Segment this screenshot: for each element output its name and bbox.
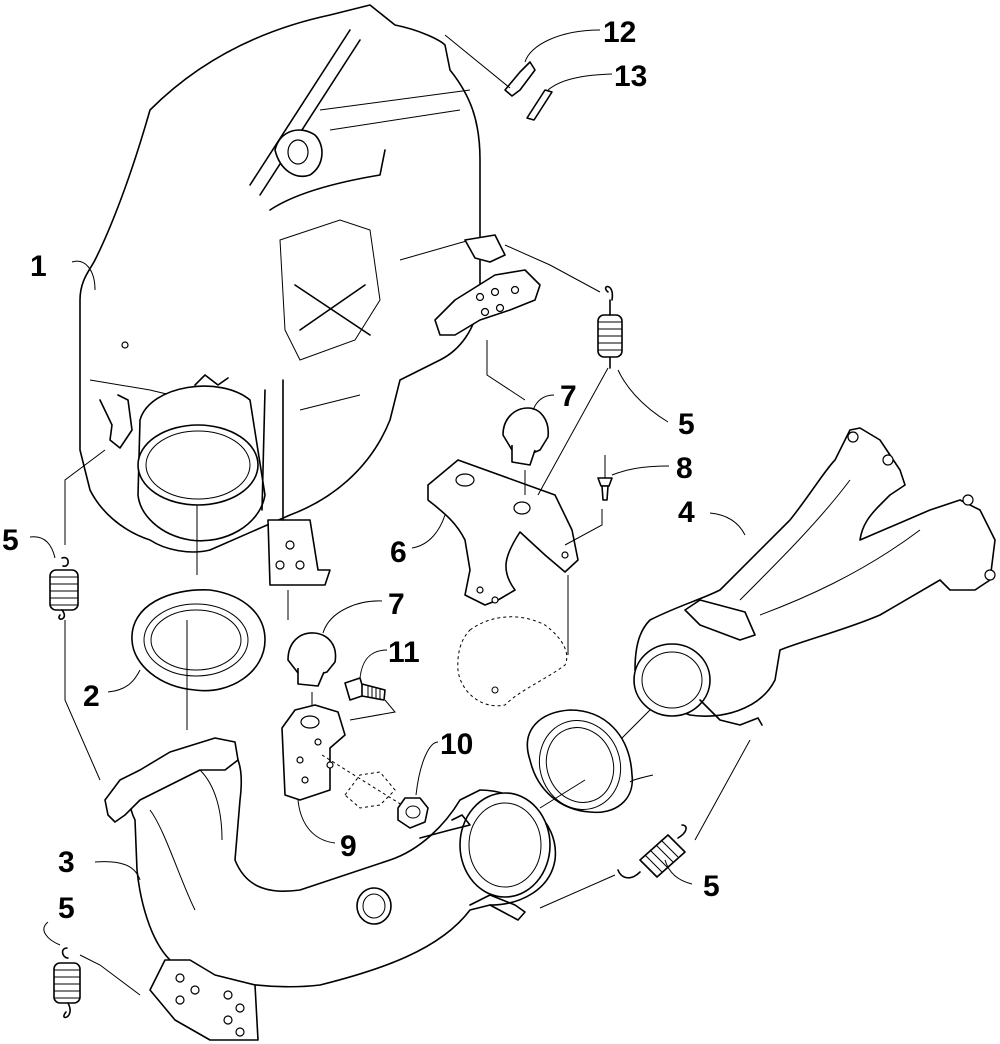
exhaust-manifold-part-4 (633, 427, 996, 726)
nut-part-10 (397, 797, 429, 829)
small-bracket-part-9 (281, 704, 411, 811)
rubber-damper-part-7-lower (287, 632, 337, 687)
callout-5-lower-left: 5 (58, 892, 75, 925)
callout-leaders (29, 29, 746, 946)
callout-5-left: 5 (2, 524, 19, 557)
callout-1: 1 (30, 250, 47, 283)
callout-13: 13 (614, 60, 647, 93)
callout-11: 11 (388, 636, 420, 669)
rubber-damper-part-7-upper (502, 407, 550, 466)
muffler-part-1 (79, 4, 506, 586)
spring-part-5-lower-right (617, 824, 687, 879)
callout-7-upper: 7 (560, 380, 577, 413)
callout-6: 6 (390, 536, 407, 569)
clip-part-12 (504, 61, 536, 97)
callout-10: 10 (440, 728, 473, 761)
callout-5-upper-right: 5 (678, 408, 695, 441)
spring-part-5-left (49, 556, 79, 620)
washer-part-13 (526, 89, 553, 121)
spring-part-5-lower-left (53, 947, 81, 1019)
gasket-ring-part-2-right (526, 709, 633, 814)
assembly-lines (64, 34, 751, 996)
callout-4: 4 (678, 496, 695, 529)
callout-8: 8 (676, 452, 693, 485)
callout-2-left: 2 (83, 680, 100, 713)
head-pipe-part-3 (104, 737, 557, 1041)
spring-part-5-upper-right (597, 285, 623, 369)
callout-3: 3 (58, 846, 75, 879)
bolt-part-11 (344, 677, 386, 701)
mounting-bracket-part-6 (427, 459, 579, 707)
rivet-part-8 (597, 455, 613, 501)
callout-9: 9 (340, 830, 357, 863)
gasket-ring-part-2-left (131, 589, 266, 692)
upper-mount-plate (434, 269, 541, 336)
callout-5-lower-right: 5 (703, 870, 720, 903)
callout-12: 12 (603, 16, 636, 49)
callout-labels: 1 2 3 4 5 5 5 5 6 7 7 8 9 10 11 12 13 (2, 16, 720, 925)
callout-7-lower: 7 (388, 588, 405, 621)
